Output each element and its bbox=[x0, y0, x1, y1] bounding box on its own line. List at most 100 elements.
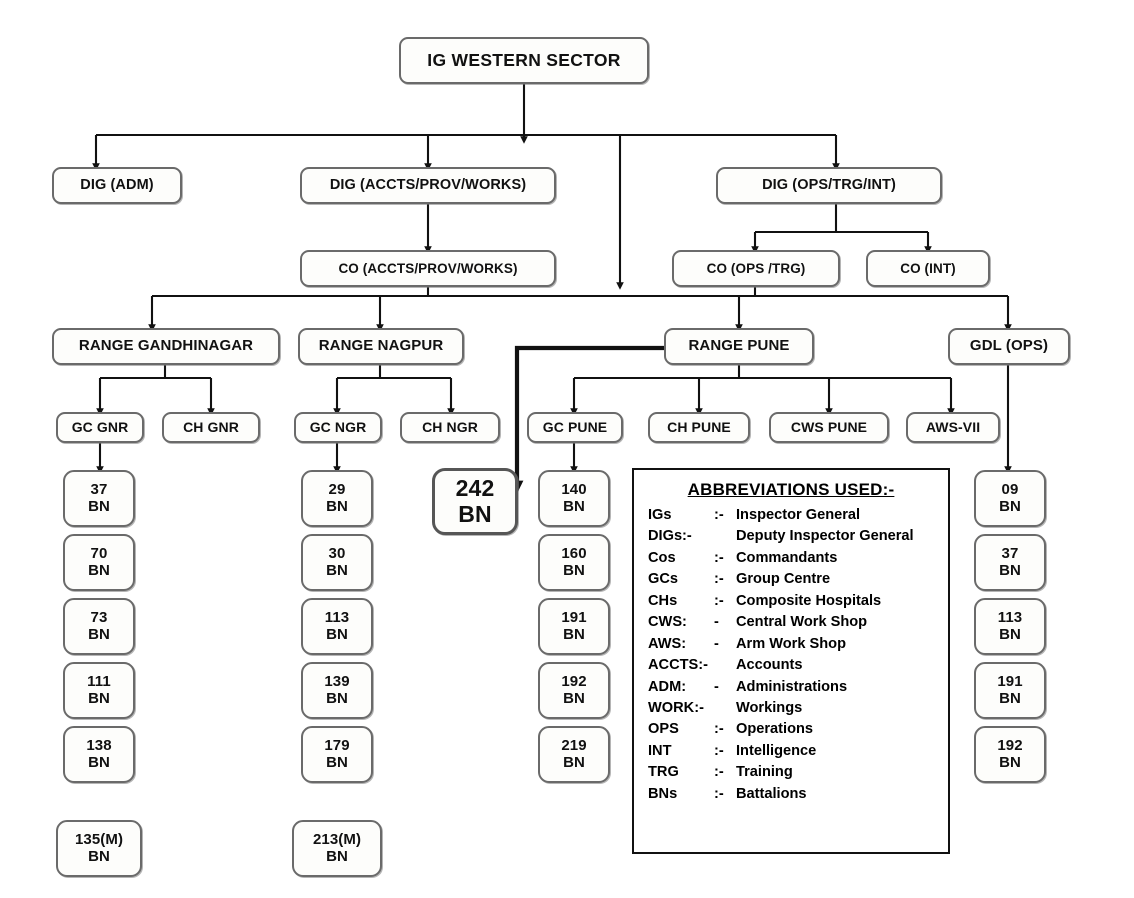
node-cws-pune[interactable]: CWS PUNE bbox=[769, 412, 889, 443]
node-ch-gnr[interactable]: CH GNR bbox=[162, 412, 260, 443]
node-battalion[interactable]: 70 BN bbox=[63, 534, 135, 591]
legend-abbreviation: Cos bbox=[648, 549, 676, 566]
battalion-number: 37 bbox=[1001, 544, 1019, 562]
battalion-number: 213(M) bbox=[312, 830, 362, 848]
node-range-nagpur[interactable]: RANGE NAGPUR bbox=[298, 328, 464, 365]
node-battalion[interactable]: 191 BN bbox=[974, 662, 1046, 719]
node-label: AWS-VII bbox=[925, 418, 981, 435]
battalion-number: 191 bbox=[997, 672, 1023, 690]
battalion-suffix: BN bbox=[563, 753, 585, 771]
legend-definition: Commandants bbox=[736, 549, 838, 566]
battalion-suffix: BN bbox=[88, 497, 110, 515]
legend-separator: - bbox=[714, 635, 719, 652]
battalion-number: 219 bbox=[561, 736, 587, 754]
battalion-suffix: BN bbox=[88, 689, 110, 707]
node-ch-ngr[interactable]: CH NGR bbox=[400, 412, 500, 443]
node-range-pune[interactable]: RANGE PUNE bbox=[664, 328, 814, 365]
node-label: RANGE PUNE bbox=[688, 337, 790, 355]
node-co-int[interactable]: CO (INT) bbox=[866, 250, 990, 287]
node-label: DIG (ADM) bbox=[80, 177, 154, 194]
node-battalion-mahila-gnr[interactable]: 135(M) BN bbox=[56, 820, 142, 877]
node-co-accts-prov-works[interactable]: CO (ACCTS/PROV/WORKS) bbox=[300, 250, 556, 287]
node-battalion-mahila-ngr[interactable]: 213(M) BN bbox=[292, 820, 382, 877]
battalion-suffix: BN bbox=[326, 753, 348, 771]
node-label: GDL (OPS) bbox=[969, 337, 1049, 355]
node-dig-accts-prov-works[interactable]: DIG (ACCTS/PROV/WORKS) bbox=[300, 167, 556, 204]
node-ig-western-sector[interactable]: IG WESTERN SECTOR bbox=[399, 37, 649, 84]
node-battalion[interactable]: 30 BN bbox=[301, 534, 373, 591]
legend-abbreviation: AWS: bbox=[648, 635, 687, 652]
legend-row: ACCTS:-Accounts bbox=[648, 655, 934, 676]
battalion-suffix: BN bbox=[326, 561, 348, 579]
node-battalion[interactable]: 139 BN bbox=[301, 662, 373, 719]
legend-definition: Group Centre bbox=[736, 571, 831, 588]
legend-separator: :- bbox=[714, 507, 724, 523]
battalion-number: 242 bbox=[455, 474, 495, 501]
legend-separator bbox=[714, 655, 736, 676]
node-range-gandhinagar[interactable]: RANGE GANDHINAGAR bbox=[52, 328, 280, 365]
node-dig-ops-trg-int[interactable]: DIG (OPS/TRG/INT) bbox=[716, 167, 942, 204]
battalion-number: 70 bbox=[90, 544, 108, 562]
battalion-suffix: BN bbox=[999, 497, 1021, 515]
node-battalion[interactable]: 37 BN bbox=[63, 470, 135, 527]
node-ch-pune[interactable]: CH PUNE bbox=[648, 412, 750, 443]
legend-separator bbox=[714, 526, 736, 547]
legend-definition: Arm Work Shop bbox=[736, 635, 847, 652]
legend-title: ABBREVIATIONS USED:- bbox=[687, 480, 895, 499]
node-aws-vii[interactable]: AWS-VII bbox=[906, 412, 1000, 443]
node-battalion[interactable]: 192 BN bbox=[974, 726, 1046, 783]
battalion-number: 30 bbox=[328, 544, 346, 562]
node-battalion-242[interactable]: 242 BN bbox=[432, 468, 518, 535]
battalion-suffix: BN bbox=[326, 847, 348, 865]
node-gc-pune[interactable]: GC PUNE bbox=[527, 412, 623, 443]
legend-abbreviation: INT bbox=[648, 742, 672, 759]
legend-row: CWS:-Central Work Shop bbox=[648, 612, 934, 633]
legend-row: INT :- Intelligence bbox=[648, 741, 934, 762]
node-battalion[interactable]: 111 BN bbox=[63, 662, 135, 719]
legend-definition: Intelligence bbox=[736, 742, 817, 759]
battalion-suffix: BN bbox=[999, 753, 1021, 771]
legend-row: BNs:-Battalions bbox=[648, 784, 934, 805]
node-gc-ngr[interactable]: GC NGR bbox=[294, 412, 382, 443]
node-battalion[interactable]: 09 BN bbox=[974, 470, 1046, 527]
node-label: RANGE GANDHINAGAR bbox=[78, 337, 254, 355]
legend-definition: Deputy Inspector General bbox=[736, 528, 914, 545]
legend-abbreviation: CWS: bbox=[648, 614, 687, 631]
node-battalion[interactable]: 37 BN bbox=[974, 534, 1046, 591]
node-battalion[interactable]: 29 BN bbox=[301, 470, 373, 527]
legend-separator: :- bbox=[714, 592, 724, 609]
legend-separator: :- bbox=[714, 742, 724, 759]
node-battalion[interactable]: 219 BN bbox=[538, 726, 610, 783]
node-battalion[interactable]: 113 BN bbox=[301, 598, 373, 655]
node-label: CO (ACCTS/PROV/WORKS) bbox=[338, 260, 518, 276]
legend-abbreviation: GCs bbox=[648, 571, 679, 588]
legend-definition: Composite Hospitals bbox=[736, 592, 882, 609]
node-battalion[interactable]: 179 BN bbox=[301, 726, 373, 783]
battalion-number: 138 bbox=[86, 736, 112, 754]
node-gdl-ops[interactable]: GDL (OPS) bbox=[948, 328, 1070, 365]
node-gc-gnr[interactable]: GC GNR bbox=[56, 412, 144, 443]
node-battalion[interactable]: 191 BN bbox=[538, 598, 610, 655]
battalion-suffix: BN bbox=[326, 689, 348, 707]
node-battalion[interactable]: 192 BN bbox=[538, 662, 610, 719]
node-battalion[interactable]: 73 BN bbox=[63, 598, 135, 655]
node-label: CWS PUNE bbox=[790, 418, 868, 435]
legend-row: TRG:-Training bbox=[648, 762, 934, 783]
node-co-ops-trg[interactable]: CO (OPS /TRG) bbox=[672, 250, 840, 287]
legend-row: IGs:-Inspector General bbox=[648, 505, 934, 526]
battalion-number: 192 bbox=[997, 736, 1023, 754]
legend-definition: Workings bbox=[736, 699, 803, 716]
battalion-suffix: BN bbox=[563, 561, 585, 579]
legend-definition: Central Work Shop bbox=[736, 614, 868, 631]
node-battalion[interactable]: 160 BN bbox=[538, 534, 610, 591]
battalion-number: 191 bbox=[561, 608, 587, 626]
legend-row: CHs:-Composite Hospitals bbox=[648, 591, 934, 612]
node-battalion[interactable]: 113 BN bbox=[974, 598, 1046, 655]
battalion-suffix: BN bbox=[999, 561, 1021, 579]
node-dig-adm[interactable]: DIG (ADM) bbox=[52, 167, 182, 204]
node-battalion[interactable]: 138 BN bbox=[63, 726, 135, 783]
battalion-suffix: BN bbox=[563, 625, 585, 643]
node-battalion[interactable]: 140 BN bbox=[538, 470, 610, 527]
